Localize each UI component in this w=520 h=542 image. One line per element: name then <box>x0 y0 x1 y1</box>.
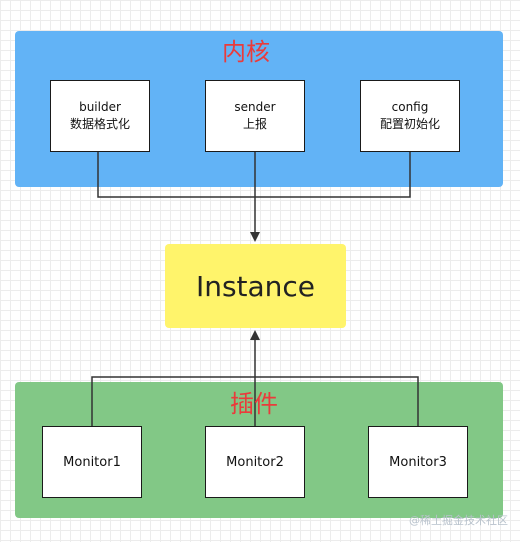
instance-node[interactable]: Instance <box>165 244 346 328</box>
core-group-title: 内核 <box>222 38 270 66</box>
builder-node[interactable]: builder 数据格式化 <box>50 80 150 152</box>
config-desc: 配置初始化 <box>379 117 440 131</box>
instance-label: Instance <box>195 269 316 303</box>
sender-name: sender <box>234 100 276 114</box>
config-node[interactable]: config 配置初始化 <box>360 80 460 152</box>
sender-desc: 上报 <box>242 117 267 131</box>
monitor3-label: Monitor3 <box>389 454 447 470</box>
sender-node[interactable]: sender 上报 <box>205 80 305 152</box>
builder-desc: 数据格式化 <box>69 117 130 131</box>
monitor1-node[interactable]: Monitor1 <box>42 426 142 498</box>
config-name: config <box>391 100 429 114</box>
monitor2-label: Monitor2 <box>226 454 284 470</box>
builder-name: builder <box>79 100 121 114</box>
monitor3-node[interactable]: Monitor3 <box>368 426 468 498</box>
monitor1-label: Monitor1 <box>63 454 121 470</box>
watermark: @稀土掘金技术社区 <box>409 514 508 527</box>
plugins-group-title: 插件 <box>230 390 278 418</box>
monitor2-node[interactable]: Monitor2 <box>205 426 305 498</box>
